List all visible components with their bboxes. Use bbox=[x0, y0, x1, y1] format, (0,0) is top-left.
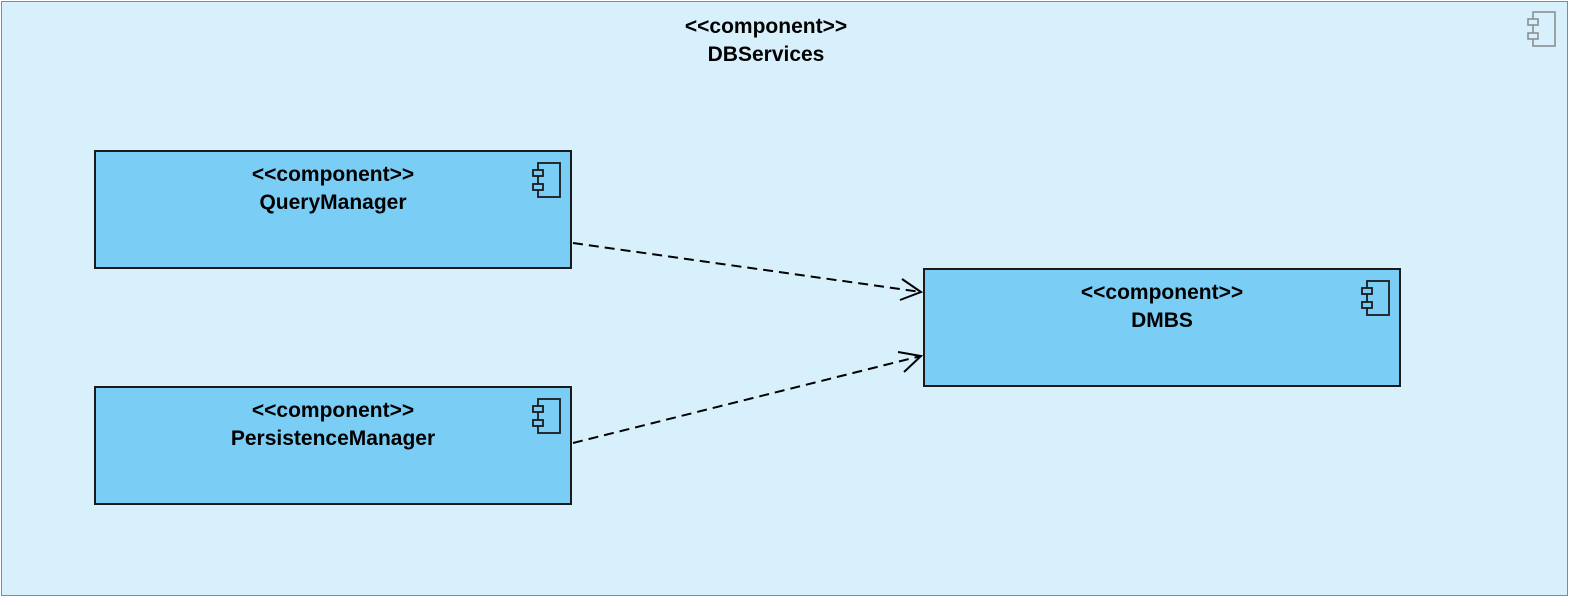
dependency-persistencemanager-to-dmbs[interactable] bbox=[572, 351, 924, 444]
component-title: <<component>> PersistenceManager bbox=[96, 397, 570, 453]
component-icon bbox=[1527, 11, 1556, 47]
component-name: DMBS bbox=[1131, 309, 1193, 332]
component-stereotype: <<component>> bbox=[1080, 281, 1244, 304]
component-icon bbox=[532, 398, 561, 434]
component-title: <<component>> QueryManager bbox=[96, 161, 570, 217]
component-name: PersistenceManager bbox=[230, 427, 436, 450]
component-dmbs[interactable]: <<component>> DMBS bbox=[923, 268, 1401, 387]
component-icon bbox=[1361, 280, 1390, 316]
component-icon bbox=[532, 162, 561, 198]
component-stereotype: <<component>> bbox=[251, 399, 415, 422]
component-name: QueryManager bbox=[259, 191, 407, 214]
container-title: <<component>> DBServices bbox=[616, 13, 916, 69]
dependency-querymanager-to-dmbs[interactable] bbox=[572, 242, 924, 301]
component-persistencemanager[interactable]: <<component>> PersistenceManager bbox=[94, 386, 572, 505]
container-stereotype: <<component>> bbox=[684, 15, 848, 38]
component-title: <<component>> DMBS bbox=[925, 279, 1399, 335]
container-name: DBServices bbox=[707, 43, 825, 66]
component-stereotype: <<component>> bbox=[251, 163, 415, 186]
component-querymanager[interactable]: <<component>> QueryManager bbox=[94, 150, 572, 269]
